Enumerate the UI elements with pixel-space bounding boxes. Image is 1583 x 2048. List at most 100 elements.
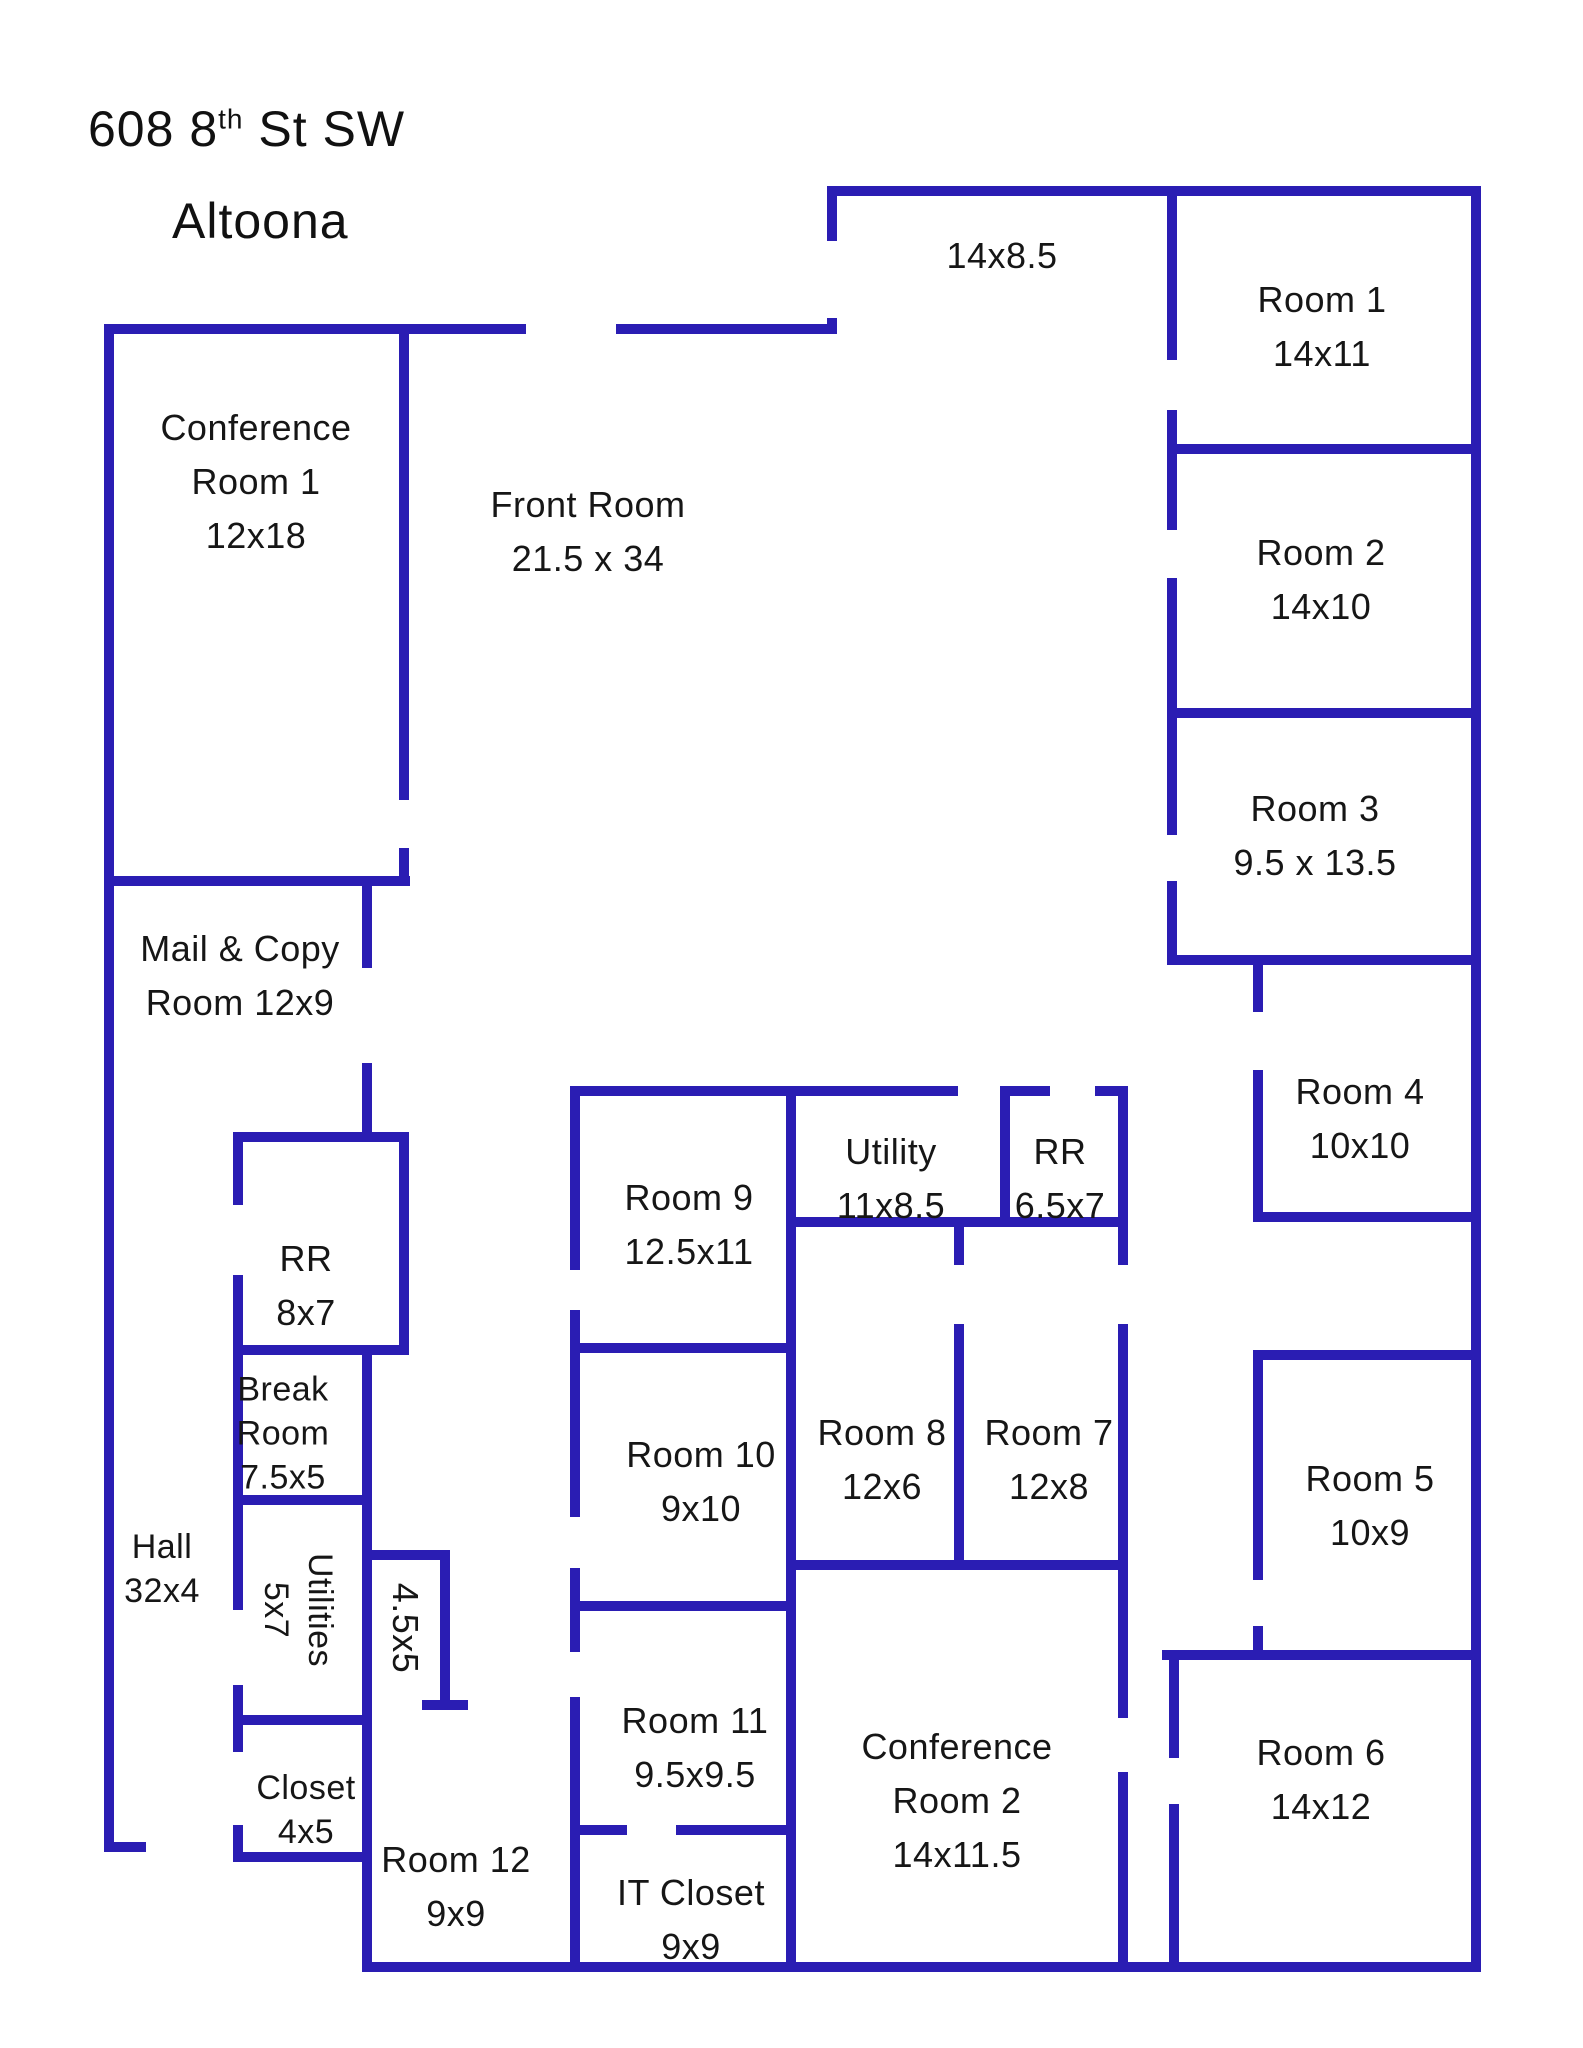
wall-room6-left-b [1169, 1804, 1179, 1962]
label-restroom-main: RR 8x7 [276, 1232, 336, 1340]
room-2-name: Room 2 [1256, 532, 1386, 573]
label-room-3: Room 3 9.5 x 13.5 [1233, 782, 1396, 890]
restroom-main-name: RR [279, 1238, 333, 1279]
room-2-dims: 14x10 [1270, 586, 1372, 627]
room-5-dims: 10x9 [1329, 1512, 1411, 1553]
room-3-name: Room 3 [1250, 788, 1380, 829]
wall-rr2-top-b [1095, 1086, 1128, 1096]
label-nook: 4.5x5 [378, 1583, 432, 1674]
room-1-dims: 14x11 [1273, 333, 1371, 374]
front-room-name: Front Room [490, 484, 686, 525]
label-front-room: Front Room 21.5 x 34 [490, 478, 685, 586]
conference-room-1-dims: 12x18 [205, 515, 307, 556]
utility-room-dims: 11x8.5 [836, 1185, 946, 1226]
title-address-sup: th [218, 103, 244, 135]
wall-room6-left-a [1169, 1660, 1179, 1758]
wall-mid-long [786, 1086, 796, 1972]
room-9-name: Room 9 [624, 1177, 754, 1218]
wall-room3-left-a [1167, 718, 1177, 835]
break-room-dims: 7.5x5 [240, 1459, 326, 1498]
wall-conf1-bottom [104, 876, 410, 886]
label-mail-copy-room: Mail & Copy Room 12x9 [140, 922, 340, 1030]
utilities-closet-dims: 5x7 [257, 1581, 295, 1639]
restroom-small-dims: 6.5x7 [1014, 1185, 1106, 1226]
wall-room3-left-b [1167, 881, 1177, 965]
restroom-main-dims: 8x7 [276, 1292, 336, 1333]
wall-room7-right [1118, 1324, 1128, 1570]
wall-entry-notch-upper [827, 186, 837, 241]
wall-room9-left-a [570, 1096, 580, 1270]
room-11-name: Room 11 [621, 1700, 769, 1741]
wall-room11-itcloset-left [570, 1697, 580, 1972]
wall-conf2-top [786, 1560, 1128, 1570]
nook-dims: 4.5x5 [385, 1582, 426, 1674]
wall-rr1-left-a [233, 1142, 243, 1205]
it-closet-name: IT Closet [617, 1872, 765, 1913]
wall-rr2-right [1118, 1086, 1128, 1265]
room-5-name: Room 5 [1305, 1458, 1435, 1499]
room-8-dims: 12x6 [841, 1466, 923, 1507]
entry-area-dims: 14x8.5 [946, 235, 1058, 276]
label-conference-room-2: Conference Room 2 14x11.5 [861, 1720, 1052, 1882]
wall-room10-bottom [580, 1601, 792, 1611]
wall-conf2-right-a [1118, 1570, 1128, 1718]
room-9-dims: 12.5x11 [624, 1231, 754, 1272]
wall-room5-top [1253, 1350, 1481, 1360]
break-room-line1: Break [237, 1370, 329, 1409]
room-6-dims: 14x12 [1270, 1786, 1372, 1827]
wall-room8-stub [954, 1227, 964, 1265]
label-room-7: Room 7 12x8 [984, 1406, 1113, 1514]
label-conference-room-1: Conference Room 1 12x18 [160, 401, 351, 563]
wall-mid-top [570, 1086, 958, 1096]
wall-room3-bottom [1167, 955, 1481, 965]
closet-name: Closet [256, 1768, 356, 1807]
label-room-9: Room 9 12.5x11 [624, 1171, 753, 1279]
wall-room1-left-a [1167, 186, 1177, 360]
wall-top-right [827, 186, 1481, 196]
room-12-dims: 9x9 [426, 1893, 486, 1934]
wall-room10-left-a [570, 1353, 580, 1517]
mail-copy-room-line1: Mail & Copy [140, 928, 340, 969]
wall-utilities-closet-divider [238, 1715, 372, 1725]
wall-room9-left-b [570, 1310, 580, 1353]
wall-room5-left-a [1253, 1360, 1263, 1580]
label-room-1: Room 1 14x11 [1257, 273, 1386, 381]
wall-closet-left [233, 1825, 243, 1862]
label-utilities-closet: Utilities 5x7 [254, 1553, 342, 1667]
wall-bottom [362, 1962, 1481, 1972]
room-3-dims: 9.5 x 13.5 [1233, 842, 1397, 883]
wall-room11-bottom-b [676, 1825, 796, 1835]
wall-conf1-right-b [399, 848, 409, 886]
label-room-11: Room 11 9.5x9.5 [622, 1694, 769, 1802]
wall-nook-endcap [422, 1700, 468, 1710]
wall-left-foot [104, 1842, 146, 1852]
label-break-room: Break Room 7.5x5 [237, 1368, 330, 1501]
wall-room2-room3-divider [1167, 708, 1481, 718]
label-hall: Hall 32x4 [124, 1525, 200, 1613]
room-4-name: Room 4 [1295, 1071, 1425, 1112]
label-room-10: Room 10 9x10 [626, 1428, 776, 1536]
wall-top-left-b [616, 324, 837, 334]
wall-mail-right-b [362, 1063, 372, 1142]
wall-conf1-right-a [399, 324, 409, 800]
conference-room-2-name-line2: Room 2 [892, 1780, 1022, 1821]
room-10-name: Room 10 [626, 1434, 776, 1475]
label-restroom-small: RR 6.5x7 [1015, 1125, 1106, 1233]
hall-dims: 32x4 [124, 1572, 200, 1610]
conference-room-1-name-line2: Room 1 [191, 461, 321, 502]
room-10-dims: 9x10 [660, 1488, 742, 1529]
wall-utilities-left-a [233, 1505, 243, 1610]
restroom-small-name: RR [1033, 1131, 1087, 1172]
conference-room-1-name-line1: Conference [160, 407, 352, 448]
label-it-closet: IT Closet 9x9 [617, 1866, 765, 1974]
utility-room-name: Utility [845, 1131, 937, 1172]
wall-room5-left-b [1253, 1626, 1263, 1660]
wall-rr1-left-b [233, 1275, 243, 1505]
plan-title-city: Altoona [172, 193, 349, 249]
wall-room10-top [570, 1343, 796, 1353]
label-room-2: Room 2 14x10 [1256, 526, 1385, 634]
wall-rr2-left [1000, 1086, 1010, 1227]
wall-rr2-top-a [1000, 1086, 1050, 1096]
room-4-dims: 10x10 [1309, 1125, 1411, 1166]
